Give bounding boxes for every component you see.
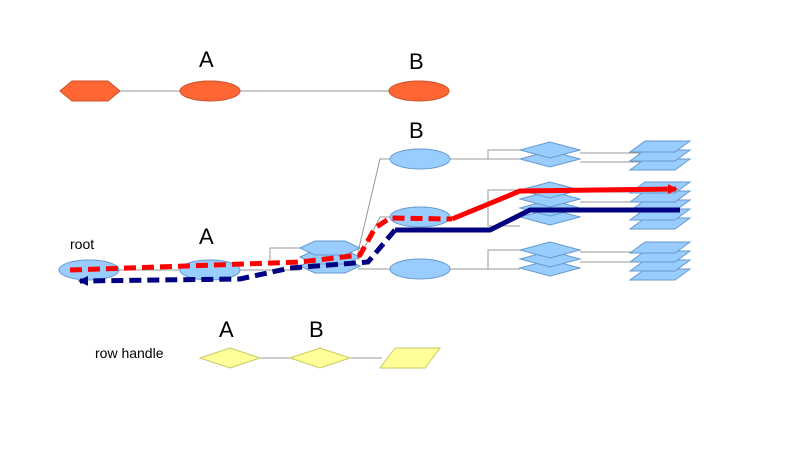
row2-page-2e — [628, 217, 692, 230]
row2-page-1top — [628, 140, 692, 153]
row2-connector-hex-b-top — [357, 158, 390, 253]
row2-group: root A B — [58, 118, 692, 286]
row2-label-b: B — [409, 118, 424, 143]
row2-label-a: A — [199, 224, 214, 249]
row2-node-b3 — [389, 258, 451, 280]
row2-connector-hex-b-mid — [357, 216, 390, 261]
row2-hex-stack-1 — [298, 240, 362, 256]
row1-group: A B — [59, 47, 450, 102]
row2-page-3b — [628, 250, 692, 263]
row1-label-a: A — [199, 47, 214, 72]
row2-connector-a-hex-upper — [269, 247, 300, 260]
row3-label-a: A — [219, 317, 234, 342]
row3-diamond-a — [198, 347, 262, 369]
row2-diamond-3a — [518, 241, 582, 259]
row3-page — [379, 347, 441, 369]
row2-page-3a — [628, 241, 692, 254]
row2-label-root: root — [70, 236, 94, 252]
row3-label-row-handle: row handle — [95, 345, 164, 361]
row2-page-1a — [628, 149, 692, 162]
row1-node-a — [179, 80, 241, 102]
row1-label-b: B — [409, 49, 424, 74]
row1-node-b — [388, 80, 450, 102]
row2-connector-b3-up — [487, 249, 520, 269]
row2-node-b1 — [389, 148, 451, 170]
red-path-solid — [451, 184, 678, 222]
navy-path-dashed — [78, 228, 397, 286]
navy-path-solid — [395, 207, 680, 233]
row1-hexagon-node — [59, 80, 121, 102]
row3-diamond-b — [288, 347, 352, 369]
row2-page-3c — [628, 259, 692, 272]
row2-connector-b2-down — [487, 217, 520, 227]
row2-connector-b2-up — [487, 189, 520, 217]
row2-diamond-1a — [518, 141, 582, 159]
row3-group: row handle A B — [95, 317, 441, 369]
row2-page-1b — [628, 158, 692, 171]
row3-label-b: B — [309, 317, 324, 342]
red-path-dashed — [69, 215, 453, 273]
row2-page-3d — [628, 268, 692, 281]
row2-connector-b1-d1-up — [487, 149, 520, 159]
